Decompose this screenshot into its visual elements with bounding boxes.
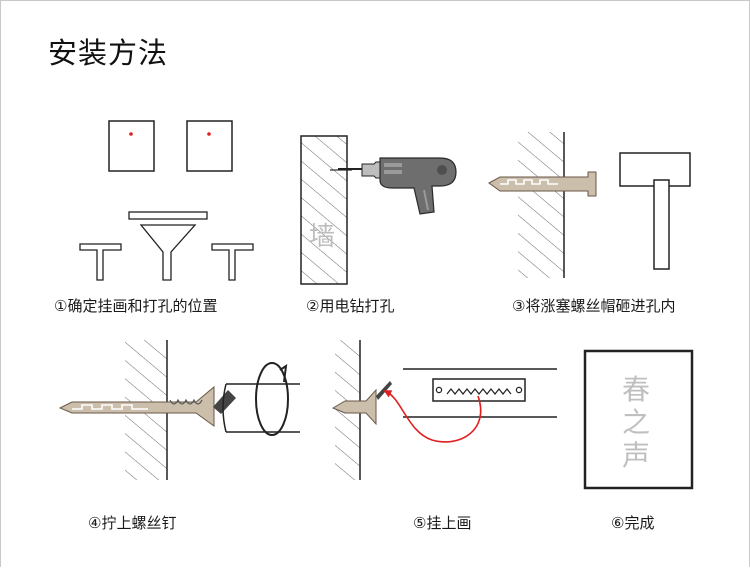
step-2-illustration bbox=[300, 135, 457, 285]
step-3-caption: ③将涨塞螺丝帽砸进孔内 bbox=[512, 297, 676, 315]
t-bracket-left bbox=[79, 243, 122, 281]
step-5-illustration bbox=[331, 340, 557, 480]
spirit-level bbox=[128, 211, 208, 220]
finished-frame bbox=[583, 349, 694, 490]
frame-text-2: 之 bbox=[622, 406, 651, 439]
wall-label: 墙 bbox=[309, 222, 336, 252]
wall-section bbox=[518, 132, 564, 278]
wall-anchor-icon bbox=[488, 171, 597, 197]
step-5-caption: ⑤挂上画 bbox=[413, 514, 472, 532]
drill-mark-right bbox=[207, 132, 211, 136]
sawtooth-hanger-icon bbox=[432, 378, 526, 402]
hammer-icon bbox=[619, 152, 691, 270]
t-bracket-right bbox=[211, 243, 254, 281]
step-4-illustration bbox=[58, 340, 300, 480]
step-2-caption: ②用电钻打孔 bbox=[306, 297, 395, 315]
power-drill-icon bbox=[338, 157, 457, 215]
frame-text-1: 春 bbox=[622, 373, 651, 406]
picture-frame-right bbox=[186, 120, 233, 172]
frame-text-3: 声 bbox=[622, 439, 651, 472]
screwdriver-icon bbox=[213, 383, 300, 433]
drill-mark-left bbox=[129, 132, 133, 136]
step-1-illustration bbox=[79, 120, 254, 281]
step-6-caption: ⑥完成 bbox=[611, 514, 655, 532]
step-3-illustration bbox=[488, 132, 691, 278]
funnel-tool bbox=[139, 224, 197, 281]
hanging-path-arrow bbox=[383, 390, 482, 443]
step-6-illustration bbox=[583, 349, 694, 490]
picture-frame-left bbox=[108, 120, 155, 172]
step-1-caption: ①确定挂画和打孔的位置 bbox=[54, 297, 218, 315]
page-title: 安装方法 bbox=[48, 36, 169, 70]
wall-block bbox=[300, 135, 348, 285]
rotate-arrow-icon bbox=[255, 362, 289, 436]
step-4-caption: ④拧上螺丝钉 bbox=[88, 514, 177, 532]
